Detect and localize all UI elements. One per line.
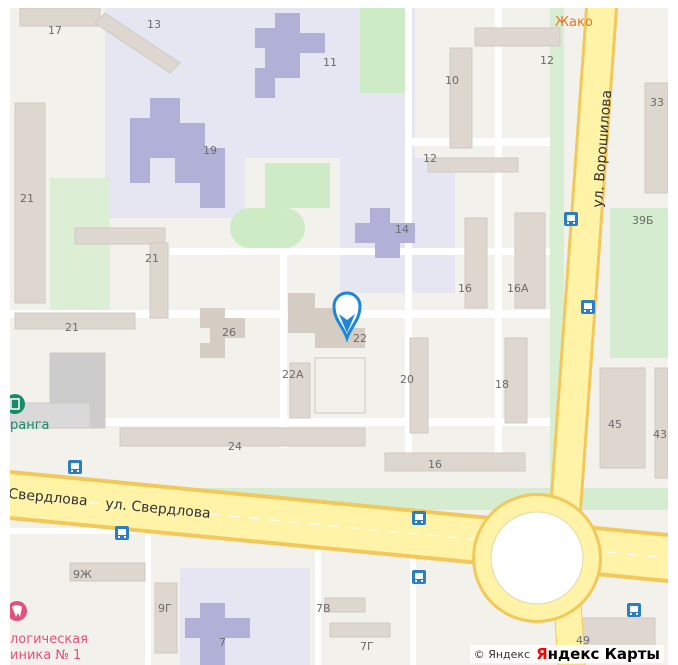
house-number: 16 (458, 282, 472, 295)
house-number: 7В (316, 602, 331, 615)
house-number: 49 (576, 634, 590, 647)
house-number: 9Ж (73, 568, 92, 581)
roundabout-center (490, 511, 584, 605)
yandex-logo-rest: ндекс Карты (547, 645, 660, 663)
house-number: 7 (219, 636, 226, 649)
copyright-text[interactable]: © Яндекс (473, 647, 531, 661)
house-number: 21 (65, 321, 79, 334)
house-number: 19 (203, 144, 217, 157)
stadium-oval (230, 208, 305, 248)
bus-stop-icon[interactable] (115, 526, 129, 540)
tooth-icon-glyph (12, 605, 22, 617)
house-number: 12 (540, 54, 554, 67)
house-number: 33 (650, 96, 664, 109)
house-number: 10 (445, 74, 459, 87)
poi-label-ranga: ранга (10, 418, 50, 433)
building-26 (200, 308, 245, 358)
bus-stop-icon[interactable] (564, 212, 578, 226)
house-number: 16 (428, 458, 442, 471)
yandex-maps-logo[interactable]: Яндекс Карты (536, 645, 660, 663)
house-number: 45 (608, 418, 622, 431)
park-stadium-north (360, 8, 410, 93)
park-west (50, 178, 110, 318)
house-number-labels: 17 13 11 10 12 33 19 12 21 14 39Б 21 16 … (20, 18, 667, 653)
house-number: 14 (395, 223, 409, 236)
poi-label-zhako[interactable]: Жако (555, 15, 593, 30)
bus-stop-icon[interactable] (581, 300, 595, 314)
yandex-logo-letter: Я (536, 645, 548, 663)
bus-stop-icon[interactable] (627, 603, 641, 617)
house-number: 39Б (632, 214, 654, 227)
house-number: 13 (147, 18, 161, 31)
poi-clinic[interactable]: логическая иника № 1 (10, 601, 88, 663)
house-number: 22А (282, 368, 304, 381)
park-school-field (265, 163, 330, 208)
map-attribution: © Яндекс Яндекс Карты (469, 645, 664, 663)
house-number: 24 (228, 440, 242, 453)
park-east (610, 208, 668, 358)
house-number: 26 (222, 326, 236, 339)
map-pin-icon (332, 291, 362, 343)
house-number: 18 (495, 378, 509, 391)
street-label-sverdlova-left: Свердлова (10, 486, 88, 509)
house-number: 20 (400, 373, 414, 386)
school-zone-7 (180, 568, 310, 665)
poi-ranga[interactable]: ранга (10, 394, 50, 433)
house-number: 21 (20, 192, 34, 205)
pharmacy-icon-glyph (10, 398, 20, 410)
location-marker[interactable] (332, 291, 362, 343)
poi-label-clinic-line1: логическая (10, 632, 88, 647)
house-number: 12 (423, 152, 437, 165)
house-number: 16А (507, 282, 529, 295)
school-buildings (130, 13, 415, 665)
house-number: 22 (353, 332, 367, 345)
map-pin-tip-icon (339, 314, 355, 333)
transit-stops (68, 212, 641, 617)
house-number: 43 (653, 428, 667, 441)
bus-stop-icon[interactable] (68, 460, 82, 474)
house-number: 9Г (158, 602, 172, 615)
house-number: 7Г (360, 640, 374, 653)
bus-stop-icon[interactable] (412, 511, 426, 525)
poi-label-clinic-line2: иника № 1 (10, 648, 81, 663)
house-number: 11 (323, 56, 337, 69)
house-number: 17 (48, 24, 62, 37)
bus-stop-icon[interactable] (412, 570, 426, 584)
house-number: 21 (145, 252, 159, 265)
map-canvas[interactable]: 17 13 11 10 12 33 19 12 21 14 39Б 21 16 … (10, 8, 668, 665)
road-voroshilova (550, 8, 615, 538)
map-svg: 17 13 11 10 12 33 19 12 21 14 39Б 21 16 … (10, 8, 668, 665)
